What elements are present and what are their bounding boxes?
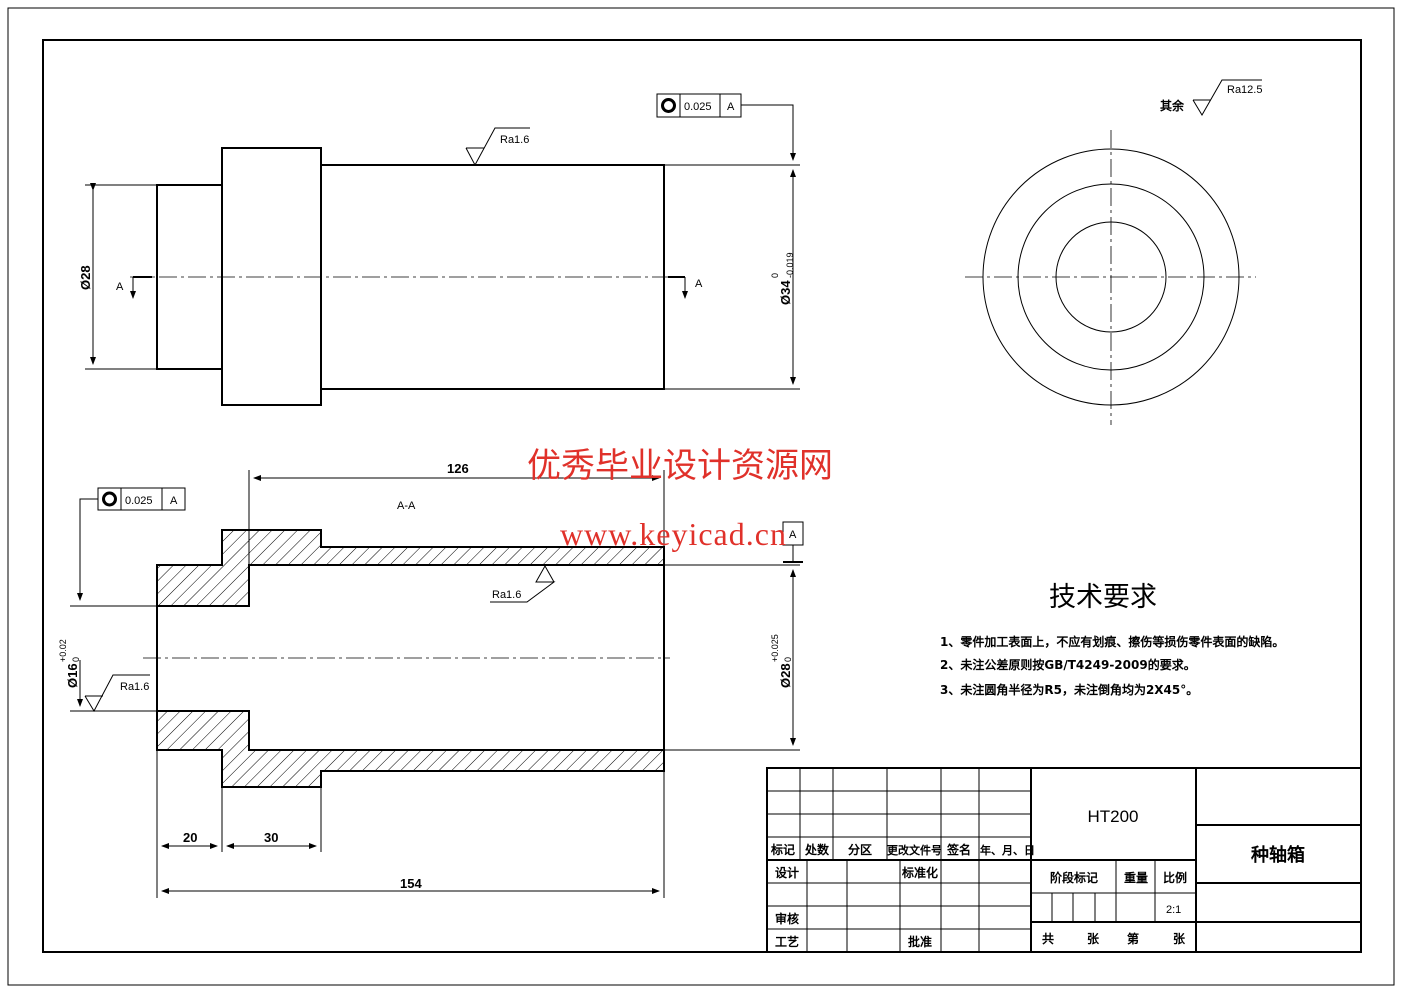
dim-dia-main-upper: 0 [770,273,780,278]
roughness-symbol-icon: Ra1.6 [490,564,556,603]
circular-runout-icon [661,98,676,113]
tech-requirement-item: 1、零件加工表面上，不应有划痕、擦伤等损伤零件表面的缺陷。 [940,634,1284,649]
sheets-label: 张 [1173,931,1186,946]
title-block: 标记 处数 分区 更改文件号 签名 年、月、日 设计 标准化 审核 工艺 批准 … [766,767,1362,953]
tech-requirements-title: 技术要求 [1049,582,1157,613]
dim-dia-left: Ø28 [78,265,93,290]
roughness-symbol-icon: Ra12.5 [1192,79,1262,116]
standardize-label: 标准化 [901,865,938,880]
datum-symbol: A [782,521,804,563]
dim-dia-bore-main-upper: +0.025 [770,634,780,662]
runout-value: 0.025 [684,101,712,113]
watermark-title: 优秀毕业设计资源网 [527,446,833,486]
weight-label: 重量 [1124,870,1148,885]
process-label: 工艺 [775,934,799,949]
header-zone: 分区 [848,842,872,857]
approve-label: 批准 [908,934,932,949]
section-mark-left: A [116,281,124,293]
drawing-frame [42,39,1362,953]
total-sheets-label: 共 [1042,931,1054,946]
design-label: 设计 [775,865,799,880]
svg-text:0.025: 0.025 [125,495,153,507]
side-view: 其余 Ra12.5 [965,79,1262,425]
svg-text:A: A [170,495,178,507]
dim-dia-bore-main-lower: 0 [783,657,793,662]
header-mark: 标记 [770,842,795,857]
sheet-number-label: 第 [1127,931,1139,946]
tech-requirement-item: 2、未注公差原则按GB/T4249-2009的要求。 [940,657,1196,672]
tech-requirements: 技术要求 1、零件加工表面上，不应有划痕、擦伤等损伤零件表面的缺陷。 2、未注公… [940,582,1284,697]
section-view: A-A 126 0.025 A Ø16 +0.02 0 Ra1.6 [58,461,804,898]
svg-text:A: A [789,529,797,541]
section-title: A-A [397,500,416,512]
roughness-symbol-icon: Ra1.6 [84,674,150,713]
dim-154: 154 [400,876,422,891]
material-value: HT200 [1087,807,1138,826]
dim-dia-bore-small-upper: +0.02 [58,639,68,662]
dim-20: 20 [183,830,197,845]
sheets-label: 张 [1087,931,1100,946]
header-count: 处数 [804,842,830,857]
header-date: 年、月、日 [980,843,1035,857]
circular-runout-icon [102,491,117,507]
dim-dia-bore-main: Ø28 [778,663,793,688]
section-mark-right: A [695,278,703,290]
header-signature: 签名 [946,842,971,857]
runout-tolerance-frame: 0.025 A [77,487,186,601]
svg-text:Ra1.6: Ra1.6 [492,589,521,601]
part-name: 种轴箱 [1250,844,1305,866]
roughness-symbol-icon: Ra1.6 [465,127,530,167]
watermark-url: www.keyicad.cn [560,516,787,552]
header-change-doc: 更改文件号 [887,843,942,857]
runout-datum: A [727,101,735,113]
svg-text:Ra1.6: Ra1.6 [500,134,529,146]
stage-mark-label: 阶段标记 [1050,870,1098,885]
tech-requirement-item: 3、未注圆角半径为R5，未注倒角均为2X45°。 [940,682,1198,697]
review-label: 审核 [775,911,799,926]
dim-dia-bore-small-lower: 0 [71,657,81,662]
other-surfaces-label: 其余 [1160,98,1185,113]
dim-dia-main-lower: -0.019 [785,252,795,278]
dim-dia-bore-small: Ø16 [65,663,80,688]
scale-value: 2:1 [1166,904,1181,916]
svg-text:Ra1.6: Ra1.6 [120,681,149,693]
svg-text:Ra12.5: Ra12.5 [1227,84,1262,96]
dim-126: 126 [447,461,469,476]
runout-tolerance-frame: 0.025 A [656,93,796,161]
scale-label: 比例 [1163,870,1187,885]
dim-dia-main: Ø34 [778,280,793,305]
outer-border [7,7,1395,986]
front-view: Ø28 A A Ø34 0 -0.019 0.025 A Ra1.6 [78,93,800,406]
dim-30: 30 [264,830,278,845]
